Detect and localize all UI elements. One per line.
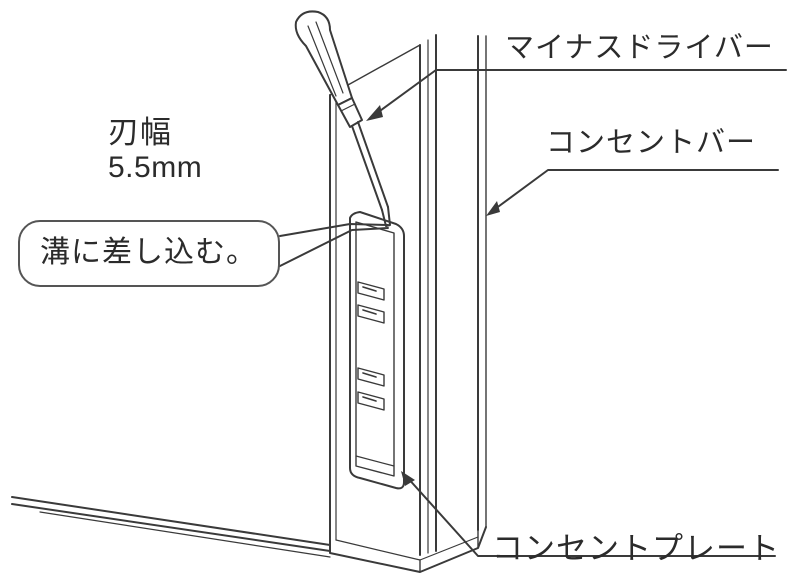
floor-lines [11,496,331,558]
label-blade-width-title: 刃幅 [108,115,172,151]
screwdriver [294,10,391,227]
leader-lines [279,69,787,557]
label-outlet-plate: コンセントプレート [492,531,780,567]
outlet-plate [349,211,405,490]
callout-bubble: 溝に差し込む。 [18,220,280,287]
label-outlet-bar: コンセントバー [546,125,757,159]
outlet-bar [329,34,487,573]
label-blade-width-value: 5.5mm [108,151,203,184]
callout-text: 溝に差し込む。 [40,235,257,270]
label-screwdriver: マイナスドライバー [505,30,774,64]
